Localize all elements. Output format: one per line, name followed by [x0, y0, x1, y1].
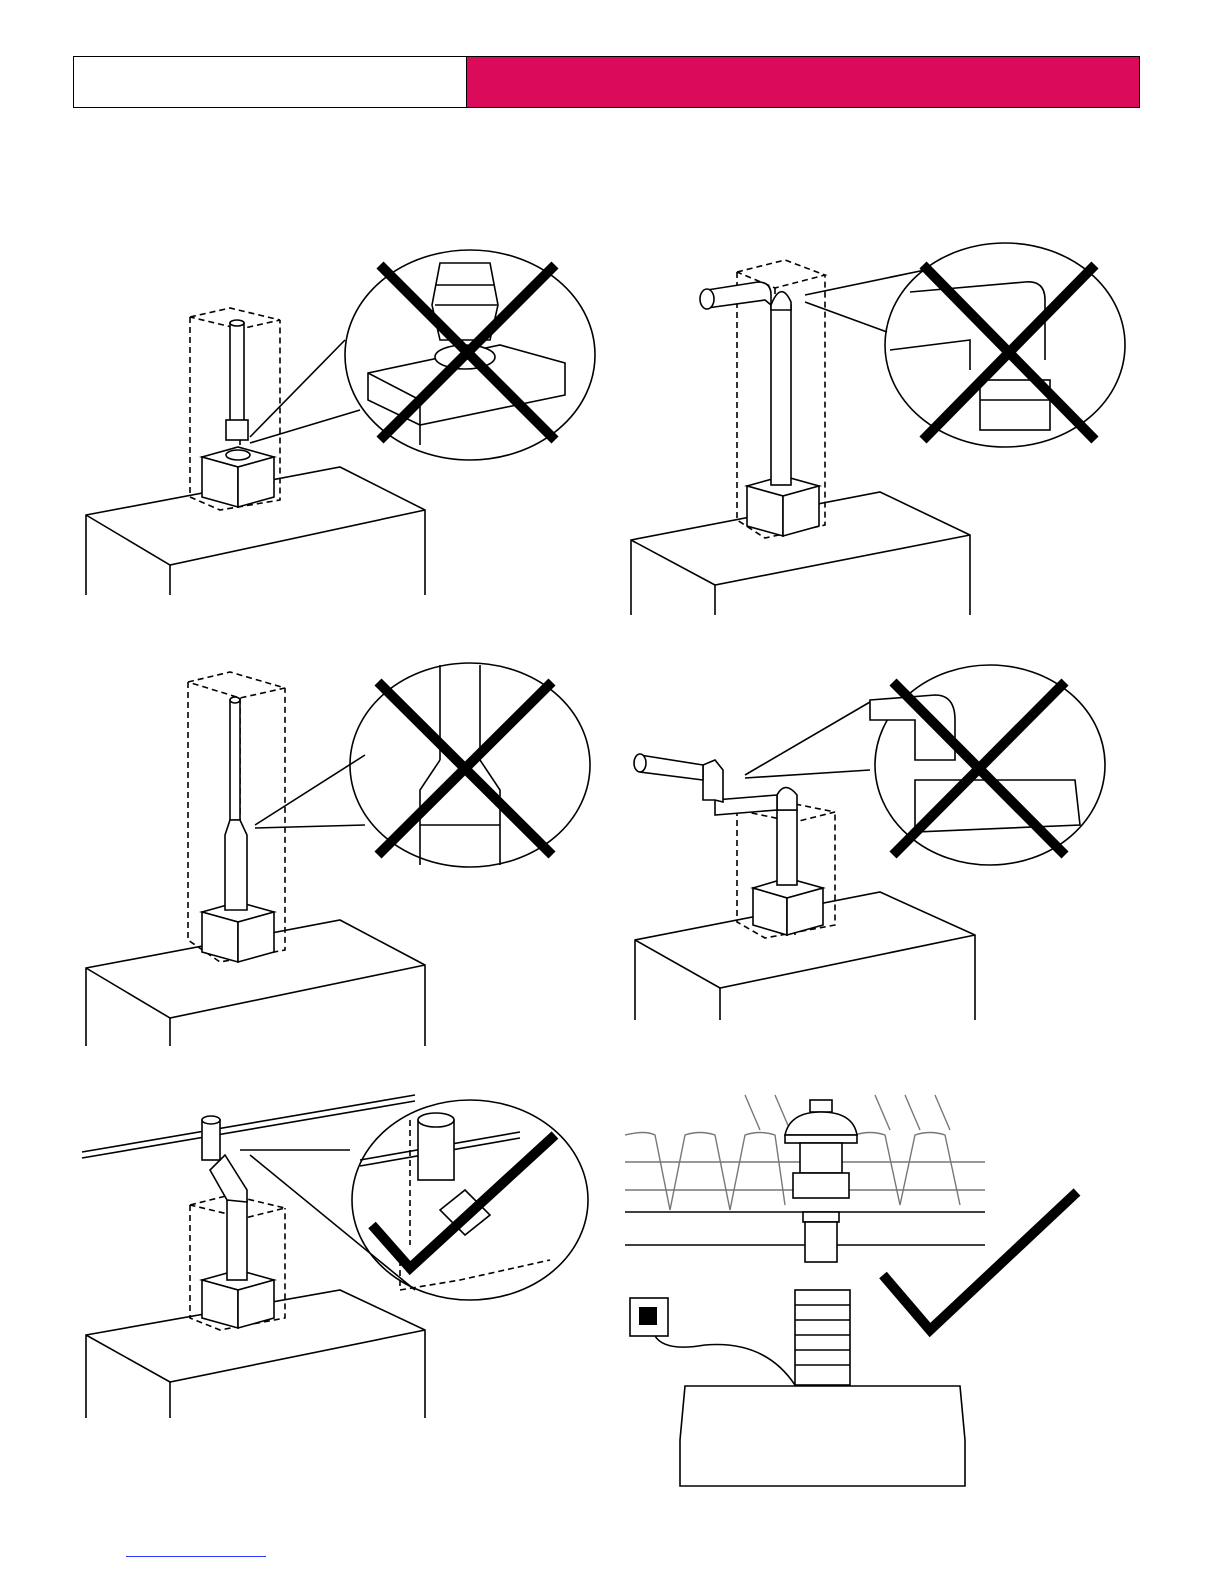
pipe — [226, 320, 248, 440]
flexible-duct — [795, 1290, 850, 1385]
pipe — [225, 697, 247, 910]
figure-2-bent-outlet — [625, 240, 1145, 620]
motor-box — [202, 902, 274, 962]
cross-icon — [378, 682, 552, 855]
page-header-bar — [73, 56, 1140, 108]
header-left-cell — [74, 57, 467, 107]
figure-5-offset-outlet — [80, 1090, 600, 1420]
footer-link-underline[interactable] — [126, 1556, 266, 1557]
cabinet — [680, 1386, 965, 1486]
figure-4-multiple-bends — [625, 660, 1145, 1040]
pipe — [202, 1116, 247, 1280]
motor-box — [202, 447, 274, 507]
figure-3-reduced-diameter — [80, 660, 600, 1050]
header-accent-cell — [467, 57, 1139, 107]
figure-1-disconnected-duct — [80, 245, 600, 605]
ceiling-lines — [82, 1095, 415, 1158]
pipe — [700, 282, 791, 485]
wall-switch — [630, 1298, 795, 1385]
roof-fan — [785, 1100, 857, 1262]
zoom-bubble — [352, 1100, 588, 1300]
pipe — [634, 754, 797, 885]
figure-6-roof-outlet — [625, 1090, 1145, 1490]
motor-box — [753, 878, 823, 935]
